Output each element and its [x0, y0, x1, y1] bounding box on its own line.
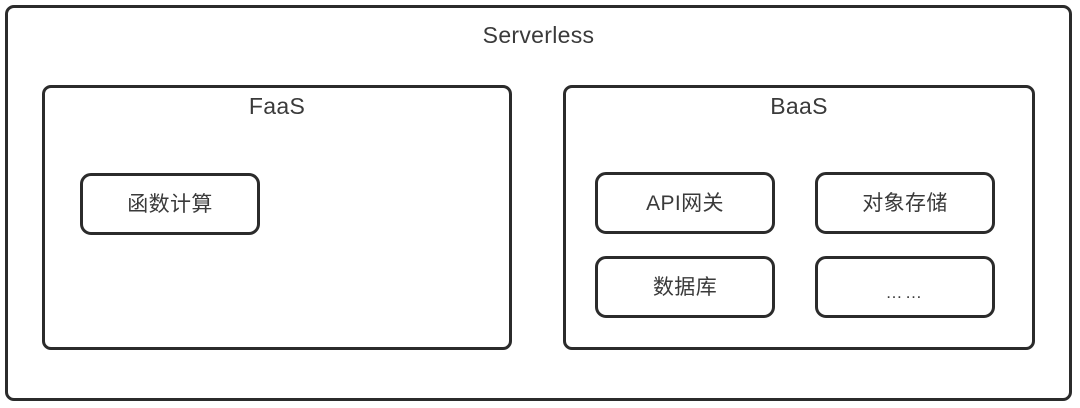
- baas-title: BaaS: [770, 93, 828, 119]
- baas-item-object-storage-label: 对象存储: [862, 191, 948, 215]
- baas-item-api-gateway[interactable]: API网关: [595, 172, 775, 234]
- baas-item-object-storage[interactable]: 对象存储: [815, 172, 995, 234]
- faas-item-function-compute[interactable]: 函数计算: [80, 173, 260, 235]
- serverless-title: Serverless: [482, 22, 595, 48]
- baas-item-more-label: ……: [885, 282, 925, 302]
- faas-title: FaaS: [248, 93, 306, 119]
- baas-item-more[interactable]: ……: [815, 256, 995, 318]
- faas-item-function-compute-label: 函数计算: [127, 192, 213, 216]
- baas-item-database[interactable]: 数据库: [595, 256, 775, 318]
- baas-item-api-gateway-label: API网关: [646, 191, 724, 215]
- baas-item-database-label: 数据库: [652, 275, 718, 299]
